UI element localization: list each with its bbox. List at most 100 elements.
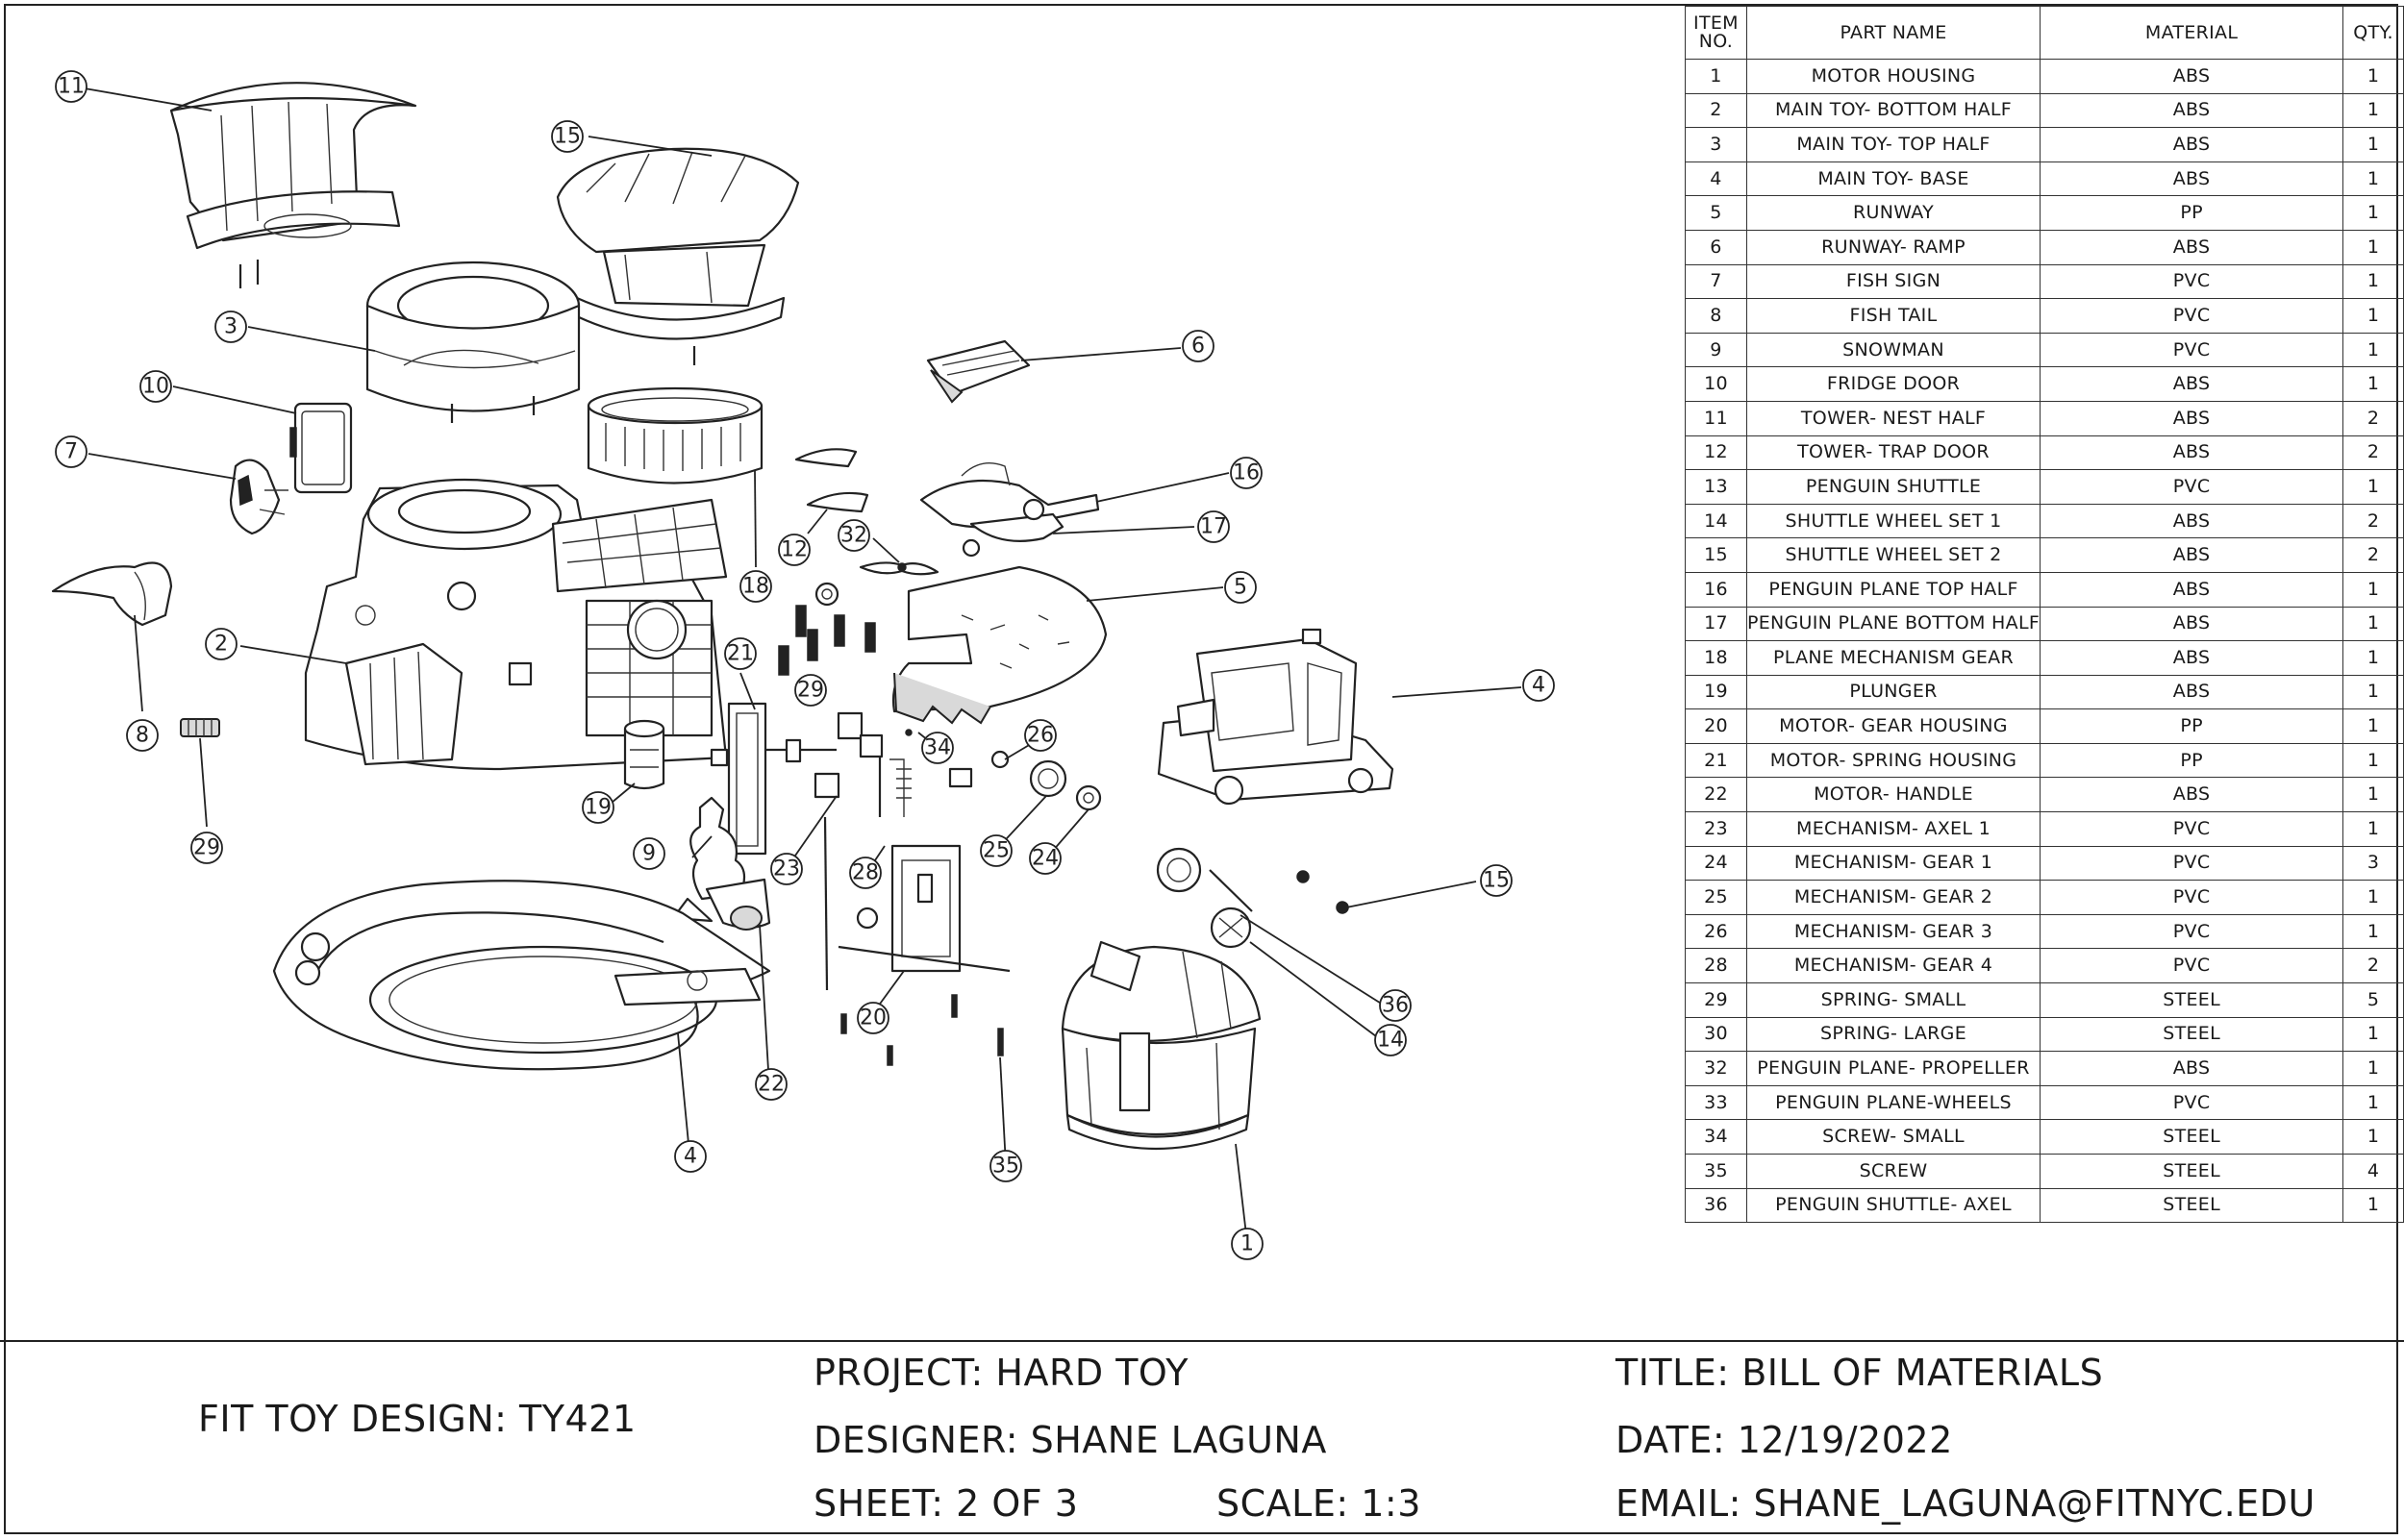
bom-qty: 1 bbox=[2342, 1084, 2404, 1121]
svg-text:26: 26 bbox=[1027, 724, 1054, 748]
bom-material: PVC bbox=[2040, 332, 2344, 368]
bom-part-name: PENGUIN PLANE- PROPELLER bbox=[1745, 1051, 2041, 1086]
svg-text:15: 15 bbox=[554, 125, 581, 149]
balloon: 35 bbox=[989, 1150, 1022, 1182]
part-shuttle-wheel-dome bbox=[556, 147, 800, 365]
bom-qty: 1 bbox=[2342, 777, 2404, 813]
bom-part-name: SCREW- SMALL bbox=[1745, 1119, 2041, 1155]
bom-item-no: 3 bbox=[1685, 127, 1747, 162]
bom-qty: 1 bbox=[2342, 332, 2404, 368]
email-label: EMAIL: SHANE_LAGUNA@FITNYC.EDU bbox=[1615, 1482, 2316, 1525]
bom-part-name: SPRING- SMALL bbox=[1745, 982, 2041, 1018]
bom-part-name: SHUTTLE WHEEL SET 2 bbox=[1745, 537, 2041, 573]
bom-material: ABS bbox=[2040, 161, 2344, 197]
title-block: FIT TOY DESIGN: TY421 PROJECT: HARD TOY … bbox=[0, 1340, 2404, 1540]
part-fish-sign bbox=[229, 459, 288, 535]
bom-qty: 1 bbox=[2342, 127, 2404, 162]
bom-part-name: SHUTTLE WHEEL SET 1 bbox=[1745, 503, 2041, 539]
balloon: 6 bbox=[1182, 330, 1215, 362]
bom-item-no: 34 bbox=[1685, 1119, 1747, 1155]
bom-material: PVC bbox=[2040, 948, 2344, 984]
bom-item-no: 2 bbox=[1685, 92, 1747, 129]
bom-qty: 5 bbox=[2342, 982, 2404, 1018]
bom-qty: 2 bbox=[2342, 435, 2404, 471]
bom-item-no: 25 bbox=[1685, 880, 1747, 915]
bom-qty: 1 bbox=[2342, 59, 2404, 94]
svg-text:5: 5 bbox=[1234, 576, 1247, 600]
balloon: 25 bbox=[980, 834, 1013, 867]
bom-qty: 1 bbox=[2342, 229, 2404, 265]
bom-qty: 1 bbox=[2342, 742, 2404, 779]
bom-header-qty: QTY. bbox=[2342, 6, 2404, 60]
part-penguin-plane-propeller bbox=[859, 561, 939, 576]
bom-material: PVC bbox=[2040, 263, 2344, 300]
bom-qty: 1 bbox=[2342, 161, 2404, 197]
balloon: 1 bbox=[1231, 1228, 1264, 1260]
bom-qty: 1 bbox=[2342, 811, 2404, 847]
bom-material: STEEL bbox=[2040, 1119, 2344, 1155]
balloon: 4 bbox=[674, 1140, 707, 1173]
balloon: 11 bbox=[55, 70, 88, 103]
scale-label: SCALE: 1:3 bbox=[1216, 1482, 1421, 1525]
balloon: 24 bbox=[1029, 842, 1062, 875]
part-small-spring bbox=[180, 718, 220, 737]
svg-text:19: 19 bbox=[585, 796, 612, 820]
svg-text:1: 1 bbox=[1240, 1232, 1254, 1256]
bom-material: ABS bbox=[2040, 127, 2344, 162]
bom-material: STEEL bbox=[2040, 1154, 2344, 1189]
svg-text:24: 24 bbox=[1032, 847, 1059, 871]
svg-text:6: 6 bbox=[1191, 335, 1205, 359]
part-fish-tail bbox=[51, 561, 173, 627]
bom-qty: 1 bbox=[2342, 195, 2404, 231]
svg-text:4: 4 bbox=[684, 1145, 697, 1169]
part-runway bbox=[891, 565, 1108, 725]
bom-material: PVC bbox=[2040, 1084, 2344, 1121]
bom-part-name: SPRING- LARGE bbox=[1745, 1016, 2041, 1053]
svg-text:35: 35 bbox=[992, 1155, 1019, 1179]
svg-text:9: 9 bbox=[642, 842, 656, 866]
bom-part-name: MOTOR- HANDLE bbox=[1745, 777, 2041, 813]
svg-text:34: 34 bbox=[924, 736, 951, 760]
exploded-view-drawing: .ln { fill:none; stroke:#222; stroke-wid… bbox=[51, 70, 1555, 1260]
part-motor-spring-housing bbox=[710, 702, 837, 856]
bom-material: PVC bbox=[2040, 880, 2344, 915]
bom-part-name: TOWER- TRAP DOOR bbox=[1745, 435, 2041, 471]
bom-part-name: PLUNGER bbox=[1745, 674, 2041, 710]
svg-text:23: 23 bbox=[773, 857, 800, 882]
balloon: 21 bbox=[724, 637, 757, 670]
bom-part-name: PENGUIN PLANE BOTTOM HALF bbox=[1745, 606, 2041, 642]
part-motor-handle bbox=[705, 878, 771, 931]
bom-item-no: 24 bbox=[1685, 845, 1747, 882]
svg-text:36: 36 bbox=[1382, 994, 1409, 1018]
bom-material: PP bbox=[2040, 708, 2344, 744]
bom-part-name: FRIDGE DOOR bbox=[1745, 366, 2041, 402]
bom-item-no: 29 bbox=[1685, 982, 1747, 1018]
balloon-group: 11 15 3 6 10 7 16 17 32 12 18 5 2 8 21 2… bbox=[55, 70, 1555, 1260]
bom-part-name: SNOWMAN bbox=[1745, 332, 2041, 368]
balloon: 29 bbox=[794, 674, 827, 707]
svg-text:14: 14 bbox=[1377, 1029, 1404, 1053]
bom-qty: 2 bbox=[2342, 537, 2404, 573]
bom-qty: 1 bbox=[2342, 708, 2404, 744]
balloon: 16 bbox=[1230, 457, 1263, 489]
bom-material: ABS bbox=[2040, 674, 2344, 710]
bom-material: PVC bbox=[2040, 469, 2344, 505]
bom-item-no: 4 bbox=[1685, 161, 1747, 197]
bom-part-name: FISH SIGN bbox=[1745, 263, 2041, 300]
bom-qty: 1 bbox=[2342, 366, 2404, 402]
svg-text:29: 29 bbox=[193, 836, 220, 860]
balloon: 22 bbox=[755, 1068, 788, 1101]
bom-qty: 1 bbox=[2342, 263, 2404, 300]
bom-material: STEEL bbox=[2040, 1016, 2344, 1053]
